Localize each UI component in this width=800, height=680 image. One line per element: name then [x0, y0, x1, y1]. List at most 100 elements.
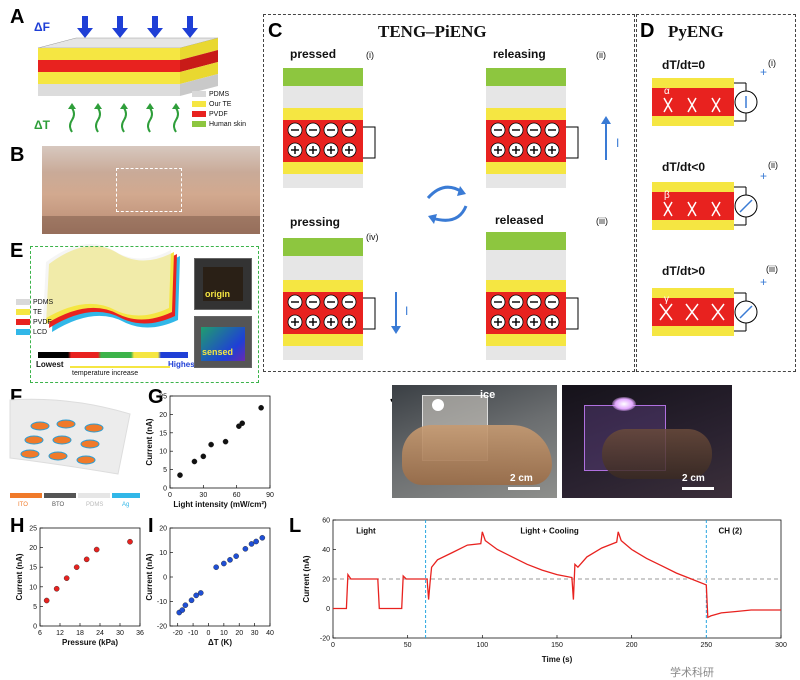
chart-l-annotation-1: Light + Cooling: [520, 526, 579, 535]
temperature-bar: [38, 352, 188, 358]
greek-beta: β: [664, 190, 670, 201]
current-symbol-pressing: I: [405, 304, 409, 318]
chart-i-xtick-5: 30: [251, 630, 259, 637]
chart-i-ylabel: Current (nA): [145, 553, 154, 600]
chart-g-point-4: [222, 438, 229, 445]
chart-h-point-0: [43, 597, 50, 604]
state-pressing-label: pressing: [290, 215, 341, 229]
teng-pieng-title: TENG–PiENG: [378, 22, 487, 41]
chart-i-xtick-2: 0: [207, 630, 211, 637]
origin-label: origin: [205, 289, 230, 299]
pyeng-state-2-num: (iii): [766, 264, 778, 274]
arm-photo: [42, 146, 260, 234]
chart-h-xtick-3: 24: [96, 630, 104, 637]
chart-i-xtick-4: 20: [235, 630, 243, 637]
chart-i-point-1: [179, 607, 186, 613]
legend-our-te: Our TE: [192, 100, 246, 110]
device-releasing: [486, 68, 611, 188]
scale-bar-k: [682, 487, 714, 490]
chart-g-point-0: [177, 472, 183, 478]
legend-f-pdms: PDMS: [86, 502, 104, 508]
chart-g-ytick-2: 10: [159, 449, 167, 456]
chart-g-ytick-3: 15: [159, 430, 167, 437]
chart-i-point-6: [213, 564, 219, 571]
pyeng-state-0-label: dT/dt=0: [662, 58, 706, 72]
chart-h-xlabel: Pressure (kPa): [62, 638, 118, 647]
teng-pieng-diagram: [283, 68, 611, 360]
arm-shadow: [42, 216, 260, 234]
chart-l-xtick-1: 50: [404, 642, 412, 649]
svg-text:+: +: [760, 65, 767, 79]
state-releasing-label: releasing: [493, 47, 546, 61]
chart-h-ytick-4: 20: [29, 545, 37, 552]
chart-g-xtick-3: 90: [266, 492, 274, 499]
current-symbol-releasing: I: [616, 136, 620, 150]
panel-label-i: I: [148, 515, 154, 537]
svg-text:+: +: [760, 169, 767, 183]
chart-h-ytick-5: 25: [29, 526, 37, 533]
chart-i-xtick-0: -20: [173, 630, 183, 637]
device-pressed: [283, 68, 376, 188]
chart-h-xtick-4: 30: [116, 630, 124, 637]
state-releasing-num: (ii): [596, 50, 606, 60]
chart-i-ytick-2: 0: [163, 575, 167, 582]
chart-l-xtick-4: 200: [626, 642, 638, 649]
chart-l-annotation-2: CH (2): [718, 526, 742, 535]
sensed-photo: sensed: [194, 316, 252, 368]
chart-l-ytick-3: 40: [322, 547, 330, 554]
chart-h-point-3: [73, 564, 80, 571]
legend-human-skin: Human skin: [192, 120, 246, 130]
state-pressed-num: (i): [366, 50, 374, 60]
chart-l-annotation-0: Light: [356, 526, 376, 535]
chart-g-point-1: [191, 458, 198, 465]
chart-g-point-2: [200, 453, 207, 460]
flexible-sheets-diagram: [43, 244, 180, 332]
chart-h-xtick-1: 12: [56, 630, 64, 637]
chart-l-ytick-4: 60: [322, 518, 330, 525]
chart-i-point-10: [242, 546, 249, 552]
chart-l-ylabel: Current (nA): [302, 555, 311, 602]
panel-label-g: G: [148, 386, 164, 408]
hand-ice-photo: ice 2 cm: [392, 385, 557, 498]
chart-l-xlabel: Time (s): [542, 655, 573, 664]
chart-l-ytick-1: 0: [326, 606, 330, 613]
legend-f-ito: ITO: [18, 502, 28, 508]
panel-e-legend: PDMS TE PVDF LCD: [16, 298, 53, 338]
chart-l-xtick-2: 100: [476, 642, 488, 649]
panel-d-frame: [636, 14, 796, 372]
chart-g-xtick-1: 30: [199, 492, 207, 499]
chart-h-point-4: [83, 556, 90, 563]
panel-label-d: D: [640, 20, 655, 42]
chart-g-ytick-1: 5: [163, 467, 167, 474]
legend-f-ag: Ag: [122, 502, 130, 508]
chart-h-xtick-0: 6: [38, 630, 42, 637]
chart-h-frame: [39, 527, 141, 627]
chart-h-xtick-2: 18: [76, 630, 84, 637]
chart-h-ytick-2: 10: [29, 584, 37, 591]
chart-l-xtick-6: 300: [775, 642, 787, 649]
chart-g-ylabel: Current (nA): [145, 418, 154, 465]
chart-l-ytick-2: 20: [322, 577, 330, 584]
scale-label-j: 2 cm: [510, 473, 533, 484]
state-pressed-label: pressed: [290, 47, 337, 61]
chart-i-point-4: [193, 592, 199, 599]
chart-h-point-2: [63, 575, 70, 581]
chart-g-ytick-5: 25: [159, 394, 167, 401]
device-pressing: [283, 238, 401, 360]
legend-e-pvdf: PVDF: [16, 318, 53, 328]
pyeng-device-2: [652, 288, 758, 336]
panel-label-a: A: [10, 6, 25, 28]
chart-h-ytick-1: 5: [33, 604, 37, 611]
chart-i-point-2: [182, 602, 189, 608]
panel-label-e: E: [10, 240, 24, 262]
chart-h-point-6: [127, 538, 133, 545]
svg-text:+: +: [760, 275, 767, 289]
ice-label: ice: [480, 389, 496, 401]
state-released-label: released: [495, 213, 544, 227]
chart-i-point-7: [221, 560, 227, 567]
chart-h-ylabel: Current (nA): [15, 553, 24, 600]
panel-label-c: C: [268, 20, 283, 42]
chart-g-xtick-2: 60: [233, 492, 241, 499]
chart-g-point-3: [208, 441, 214, 448]
legend-e-te: TE: [16, 308, 53, 318]
